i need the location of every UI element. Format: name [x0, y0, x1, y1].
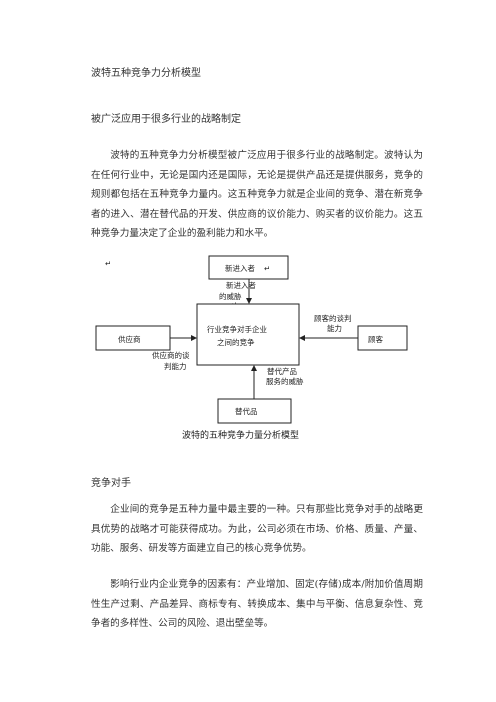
substitutes-label: 替代品 [235, 406, 258, 416]
buyer-box [357, 325, 408, 351]
center-line-2: 之间的竞争 [217, 337, 255, 347]
substitutes-threat-line-1: 替代产品 [267, 366, 297, 376]
paragraph-mark: ↵ [105, 259, 111, 268]
subtitle: 被广泛应用于很多行业的战略制定 [91, 114, 241, 125]
supplier-power-line-2: 判能力 [164, 361, 187, 371]
buyer-power-line-1: 顾客的谈判 [314, 313, 352, 323]
competitor-paragraph-1: 企业间的竞争是五种力量中最主要的一种。只有那些比竞争对手的战略更具优势的战略才可… [91, 504, 423, 554]
buyer-power-line-2: 能力 [327, 323, 342, 333]
supplier-box [95, 325, 171, 351]
industry-competition-box [196, 303, 300, 366]
competitor-paragraph-2: 影响行业内企业竞争的因素有：产业增加、固定(存储)成本/附加价值周期性生产过剩、… [91, 579, 423, 629]
diagram-caption: 波特的五种竞争力量分析模型 [182, 429, 299, 441]
supplier-power-line-1: 供应商的谈 [152, 350, 190, 360]
section-title: 竞争对手 [91, 478, 131, 489]
center-line-1: 行业竞争对手企业 [207, 324, 267, 334]
substitutes-threat-line-2: 服务的威胁 [266, 376, 304, 386]
entrants-threat-line-1: 新进入者 [226, 280, 256, 290]
entrants-threat-line-2: 的威胁 [219, 291, 242, 301]
page-title: 波特五种竞争力分析模型 [91, 68, 201, 79]
paragraph-mark: ↵ [264, 264, 270, 273]
new-entrants-label: 新进入者 [225, 263, 255, 273]
supplier-label: 供应商 [118, 334, 141, 344]
buyer-label: 顾客 [368, 334, 383, 344]
intro-paragraph: 波特的五种竞争力分析模型被广泛应用于很多行业的战略制定。波特认为在任何行业中，无… [91, 150, 423, 239]
